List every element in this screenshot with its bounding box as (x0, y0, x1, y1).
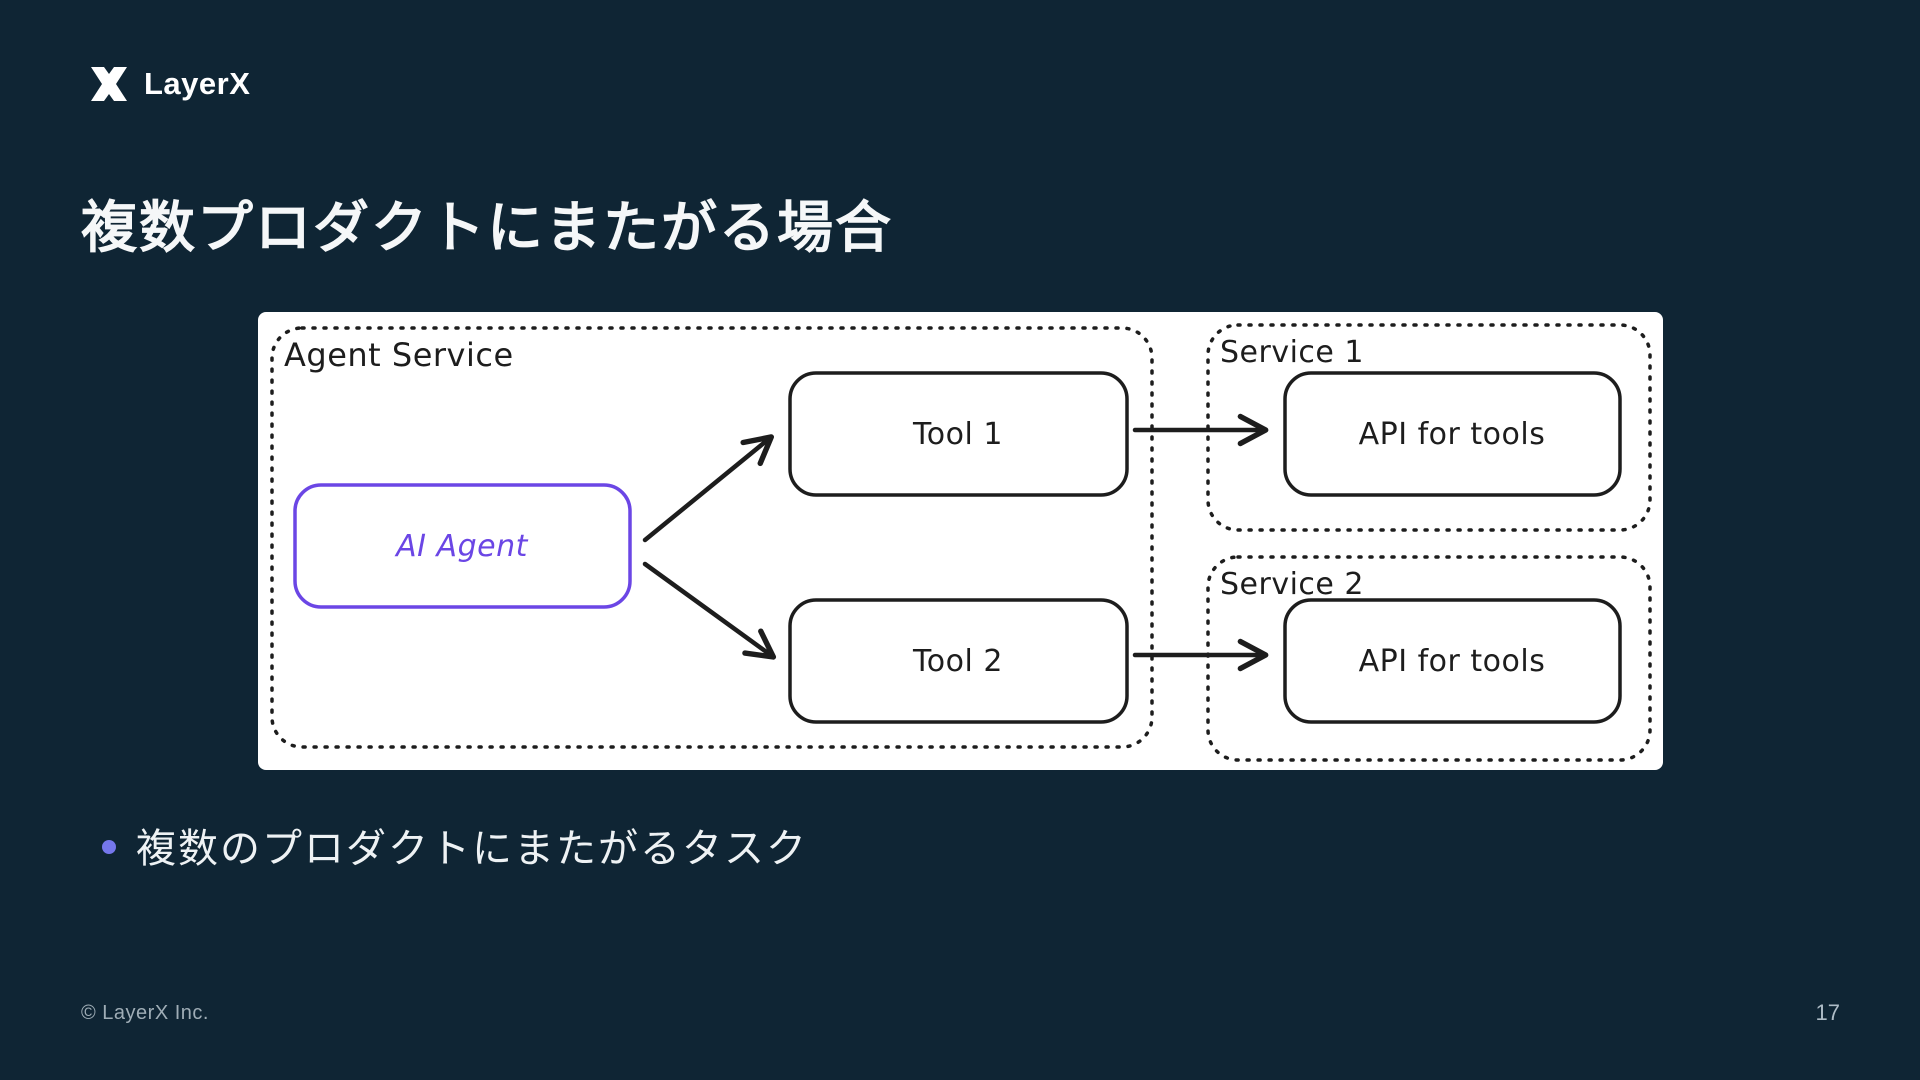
api-for-tools2-label: API for tools (1359, 644, 1546, 679)
tool2-node: Tool 2 (788, 598, 1129, 724)
copyright: © LayerX Inc. (81, 1002, 209, 1024)
tool2-box (788, 598, 1129, 724)
bullet-dot (102, 840, 116, 854)
service2-container: Service 2 API for tools (1206, 555, 1652, 762)
service1-label: Service 1 (1220, 335, 1364, 370)
ai-agent-box (293, 483, 632, 609)
page-number: 17 (1815, 1000, 1840, 1025)
agent-service-dotted-box (270, 326, 1154, 749)
tool1-box (788, 371, 1129, 497)
tool2-label: Tool 2 (912, 644, 1003, 679)
bullet-text: 複数のプロダクトにまたがるタスク (136, 827, 808, 871)
api-for-tools1-label: API for tools (1359, 417, 1546, 452)
arrow-ai-agent-to-tool1 (642, 434, 775, 543)
bullet-item: 複数のプロダクトにまたがるタスク (102, 816, 808, 874)
api-for-tools1-box (1283, 371, 1622, 497)
arrows (642, 413, 1269, 672)
ai-agent-label: AI Agent (394, 529, 528, 564)
tool1-node: Tool 1 (788, 371, 1129, 497)
layerx-logo: LayerX (85, 64, 250, 104)
service1-container: Service 1 API for tools (1206, 323, 1652, 532)
page-title: 複数プロダクトにまたがる場合 (81, 196, 893, 259)
service2-label: Service 2 (1220, 567, 1364, 602)
agent-service-label: Agent Service (284, 336, 514, 374)
api-for-tools2-box (1283, 598, 1622, 724)
layerx-logo-text: LayerX (144, 66, 251, 101)
arrow-ai-agent-to-tool2 (642, 561, 777, 660)
diagram-panel: Agent Service AI Agent Tool 1 Tool 2 Ser… (258, 312, 1663, 770)
service1-dotted-box (1206, 323, 1652, 532)
ai-agent-node: AI Agent (293, 483, 632, 609)
agent-service-container: Agent Service (270, 326, 1154, 749)
layerx-logo-icon (85, 64, 133, 104)
tool1-label: Tool 1 (912, 417, 1003, 452)
architecture-diagram: Agent Service AI Agent Tool 1 Tool 2 Ser… (270, 323, 1652, 762)
